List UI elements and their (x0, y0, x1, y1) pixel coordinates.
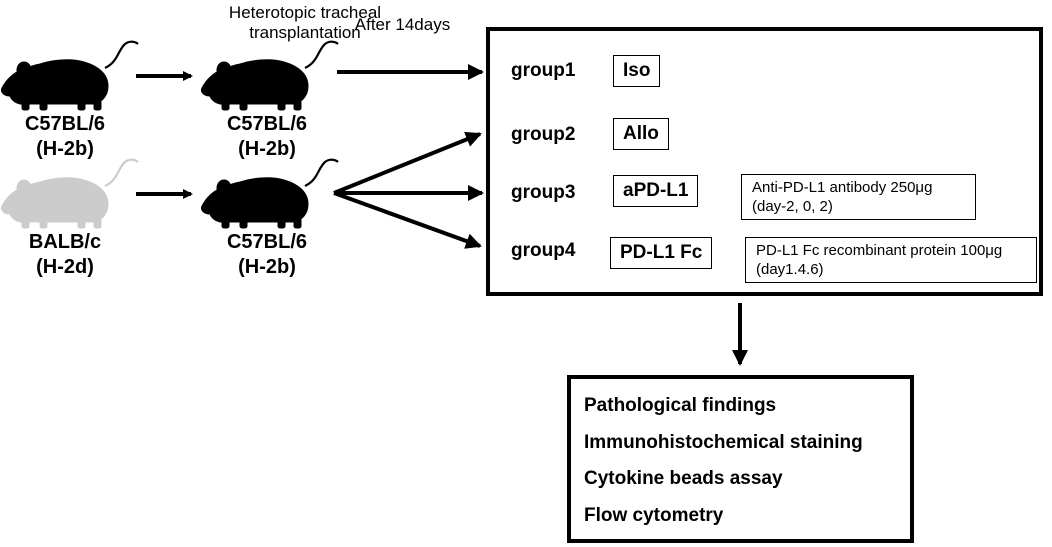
analyses-box: Pathological findings Immunohistochemica… (567, 375, 914, 543)
arrow-to-group2 (333, 131, 482, 195)
strain-label-recipient-bottom: C57BL/6 (H-2b) (202, 230, 332, 280)
strain-label-recipient-top: C57BL/6 (H-2b) (202, 112, 332, 162)
group-label-1: group1 (511, 60, 576, 81)
treatment-detail-apdl1: Anti-PD-L1 antibody 250μg (day-2, 0, 2) (741, 174, 976, 220)
mouse-icon-recipient-bottom (200, 158, 340, 230)
treatment-detail-pdl1fc: PD-L1 Fc recombinant protein 100μg (day1… (745, 237, 1037, 283)
mouse-icon-donor-balbc (0, 158, 140, 230)
mouse-icon-recipient-top (200, 40, 340, 112)
arrow-to-group4 (333, 191, 482, 249)
detail-line: Anti-PD-L1 antibody 250μg (752, 179, 933, 196)
detail-line: (day-2, 0, 2) (752, 198, 833, 215)
treatment-box-pdl1fc: PD-L1 Fc (610, 237, 713, 269)
strain-label-donor-balbc: BALB/c (H-2d) (0, 230, 130, 280)
group-label-4: group4 (511, 240, 576, 261)
analysis-item-cytokine: Cytokine beads assay (584, 468, 783, 489)
analysis-item-pathological: Pathological findings (584, 395, 777, 416)
detail-line: (day1.4.6) (756, 261, 824, 278)
strain-haplotype: (H-2b) (238, 256, 296, 278)
after-days-label: After 14days (354, 15, 451, 34)
group-label-2: group2 (511, 124, 576, 145)
groups-box (486, 27, 1043, 296)
treatment-box-apdl1: aPD-L1 (613, 175, 699, 207)
detail-line: PD-L1 Fc recombinant protein 100μg (756, 242, 1003, 259)
group-label-3: group3 (511, 182, 576, 203)
strain-haplotype: (H-2b) (238, 138, 296, 160)
strain-name: C57BL/6 (226, 113, 308, 135)
strain-name: BALB/c (28, 231, 102, 253)
treatment-box-allo: Allo (613, 118, 669, 150)
strain-name: C57BL/6 (226, 231, 308, 253)
strain-name: C57BL/6 (24, 113, 106, 135)
analysis-item-ihc: Immunohistochemical staining (584, 431, 863, 453)
strain-haplotype: (H-2b) (36, 138, 94, 160)
mouse-icon-donor-c57bl6 (0, 40, 140, 112)
strain-label-donor-c57bl6: C57BL/6 (H-2b) (0, 112, 130, 162)
transplant-label: Heterotopic tracheal transplantation (205, 3, 405, 43)
transplant-label-line1: Heterotopic tracheal (228, 3, 382, 22)
strain-haplotype: (H-2d) (36, 256, 94, 278)
transplant-label-line2: transplantation (249, 23, 361, 42)
treatment-box-iso: Iso (613, 55, 661, 87)
analysis-item-flow: Flow cytometry (584, 504, 724, 526)
